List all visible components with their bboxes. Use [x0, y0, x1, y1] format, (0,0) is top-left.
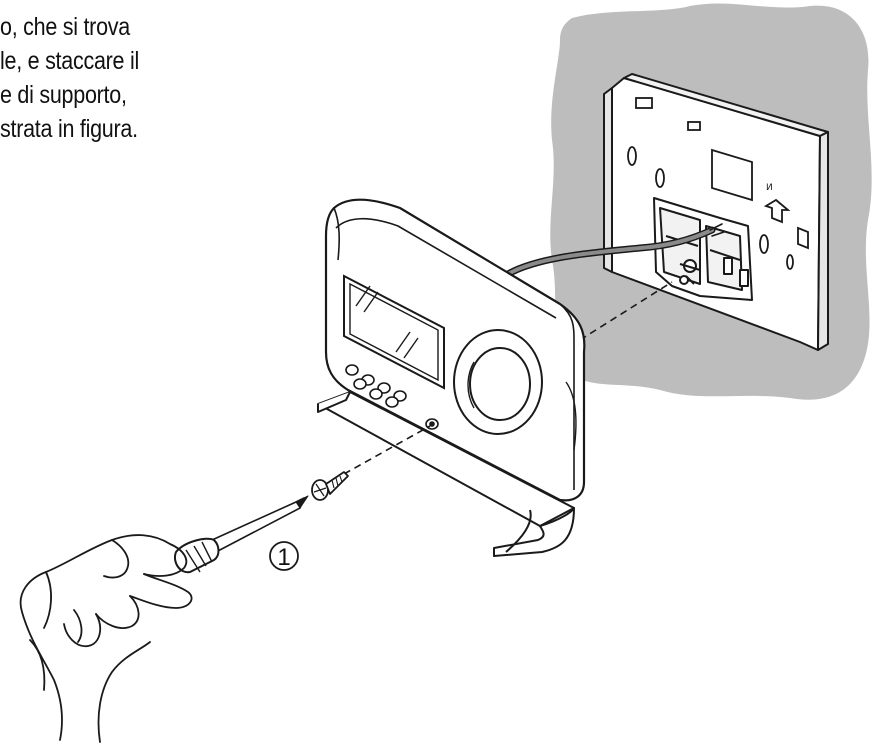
terminal-block [653, 197, 753, 301]
alignment-line-plate [579, 281, 673, 341]
desk-stand [317, 391, 575, 557]
cable [504, 223, 725, 278]
plate-window [711, 148, 753, 202]
button-6 [369, 388, 383, 400]
button-1 [345, 364, 359, 376]
thermostat-display [343, 274, 445, 390]
step-number: 1 [277, 544, 290, 571]
plate-tab-top-right [687, 121, 701, 131]
plate-mark: И [766, 183, 773, 193]
plate-notch-right [797, 226, 809, 250]
button-5 [353, 378, 367, 390]
thermostat-buttons [345, 364, 407, 408]
plate-slot-top [635, 97, 653, 109]
plate-up-arrow [763, 198, 791, 224]
thermostat-dial [453, 329, 543, 435]
instruction-line-1: o, che si trova [0, 13, 130, 41]
step-callout: 1 [269, 541, 299, 571]
plate-hole-left-upper [627, 146, 637, 166]
plate-hole-right [759, 234, 769, 254]
alignment-line-screw [343, 425, 431, 475]
instruction-text: o, che si trova le, e staccare il e di s… [0, 10, 224, 146]
plate-hole-left-mid [655, 168, 665, 188]
screw [311, 471, 349, 501]
plate-details: И [627, 97, 809, 270]
plate-hole-right-low [786, 254, 794, 270]
terminal-tab-2 [739, 269, 749, 287]
instruction-line-2: le, e staccare il [0, 47, 140, 75]
mounting-plate [603, 73, 829, 351]
step-circle [269, 541, 299, 571]
instruction-line-4: strata in figura. [0, 115, 138, 143]
hand [19, 534, 193, 743]
instruction-line-3: e di supporto, [0, 81, 127, 109]
stand-screw-hole [425, 418, 439, 430]
terminal-screw-2 [679, 275, 689, 285]
terminal-tab-1 [723, 257, 733, 275]
button-7 [385, 396, 399, 408]
